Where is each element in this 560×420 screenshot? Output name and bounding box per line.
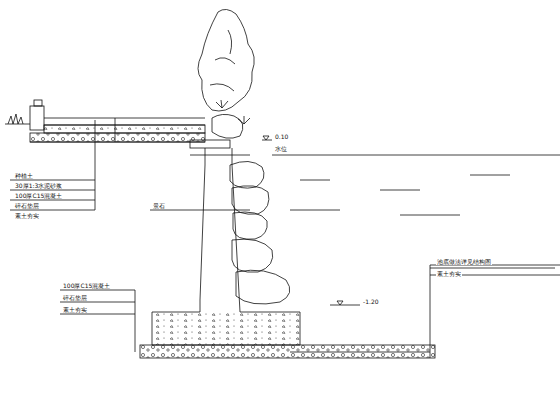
annotation-label: 种植土 (14, 172, 34, 179)
annotation-label: 0.10 (274, 133, 289, 140)
annotation-label: 100厚C15混凝土 (14, 192, 63, 199)
annotation-label: 碎石垫层 (62, 294, 88, 301)
annotation-label: 景石 (152, 202, 166, 209)
annotation-label: 碎石垫层 (14, 202, 40, 209)
annotation-label: 素土夯实 (436, 270, 462, 277)
annotation-label: -1.20 (362, 298, 380, 305)
annotation-label: 30厚1:3水泥砂浆 (14, 182, 63, 189)
annotation-label: 素土夯实 (62, 306, 88, 313)
annotation-label: 水位 (274, 145, 288, 152)
annotation-label: 100厚C15混凝土 (62, 282, 111, 289)
annotation-label: 池底做法详见结构图 (436, 258, 492, 265)
annotation-label: 素土夯实 (14, 212, 40, 219)
